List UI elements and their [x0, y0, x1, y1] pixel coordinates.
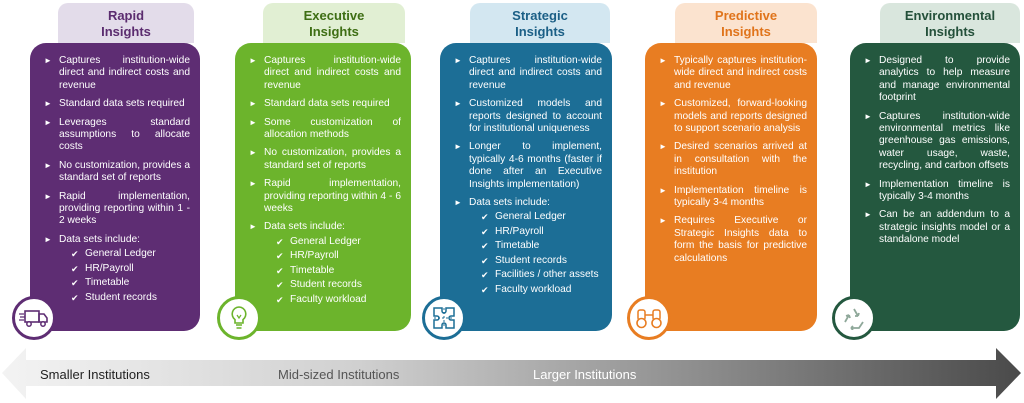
list-item: Rapid implementation, providing reportin…	[249, 178, 401, 215]
title-line-1: Environmental	[904, 8, 996, 23]
recycle-icon	[832, 296, 876, 340]
title-line-1: Executive	[303, 8, 365, 23]
title-line-2: Insights	[515, 24, 565, 39]
list-item: Data sets include: General Ledger HR/Pay…	[249, 221, 401, 307]
description-card: Designed to provide analytics to help me…	[832, 43, 1020, 340]
title-tab: Predictive Insights	[675, 3, 817, 43]
institution-size-arrow	[2, 348, 1021, 399]
data-set-item: General Ledger	[276, 236, 401, 249]
list-item: Some customization of allocation methods	[249, 117, 401, 142]
list-item: Requires Executive or Strategic Insights…	[659, 215, 807, 265]
binoculars-icon	[627, 296, 671, 340]
scale-label-larger: Larger Institutions	[533, 367, 637, 382]
list-item: Data sets include: General Ledger HR/Pay…	[44, 234, 190, 304]
title-line-1: Predictive	[714, 8, 778, 23]
data-set-item: General Ledger	[481, 211, 602, 224]
list-item: No customization, provides a standard se…	[249, 147, 401, 172]
list-item: Typically captures institution-wide dire…	[659, 55, 807, 92]
title-tab: Executive Insights	[263, 3, 405, 43]
list-item: Implementation timeline is typically 3-4…	[659, 185, 807, 210]
data-set-item: Student records	[481, 255, 602, 268]
delivery-truck-icon	[12, 296, 56, 340]
title-line-2: Insights	[721, 24, 771, 39]
list-item: Data sets include: General Ledger HR/Pay…	[454, 197, 602, 296]
scale-label-smaller: Smaller Institutions	[40, 367, 150, 382]
list-item: Implementation timeline is typically 3-4…	[864, 179, 1010, 204]
data-set-item: Timetable	[71, 277, 190, 290]
title-tab: Rapid Insights	[58, 3, 194, 43]
title-line-2: Insights	[101, 24, 151, 39]
list-item: Standard data sets required	[249, 98, 401, 111]
list-item: Standard data sets required	[44, 98, 190, 111]
list-item: Desired scenarios arrived at in consulta…	[659, 141, 807, 178]
title-line-1: Rapid	[107, 8, 145, 23]
title-tab: Strategic Insights	[470, 3, 610, 43]
data-set-item: Faculty workload	[481, 284, 602, 297]
data-set-item: Student records	[71, 292, 190, 305]
lightbulb-icon	[217, 296, 261, 340]
title-line-2: Insights	[309, 24, 359, 39]
list-item: Captures institution-wide environmental …	[864, 111, 1010, 173]
puzzle-icon	[422, 296, 466, 340]
list-item: Designed to provide analytics to help me…	[864, 55, 1010, 105]
data-set-item: Faculty workload	[276, 294, 401, 307]
list-item: Leverages standard assumptions to alloca…	[44, 117, 190, 154]
data-set-item: Timetable	[481, 240, 602, 253]
list-item: No customization, provides a standard se…	[44, 160, 190, 185]
title-line-1: Strategic	[512, 8, 568, 23]
data-set-item: HR/Payroll	[71, 263, 190, 276]
data-set-item: HR/Payroll	[481, 226, 602, 239]
description-card: Typically captures institution-wide dire…	[627, 43, 817, 340]
list-item: Rapid implementation, providing reportin…	[44, 191, 190, 228]
list-item-label: Data sets include:	[59, 233, 140, 245]
list-item-label: Data sets include:	[264, 221, 345, 233]
title-line-2: Insights	[925, 24, 975, 39]
data-set-item: Student records	[276, 279, 401, 292]
data-set-item: HR/Payroll	[276, 250, 401, 263]
list-item: Longer to implement, typically 4-6 month…	[454, 141, 602, 191]
data-set-item: Facilities / other assets	[481, 269, 602, 282]
scale-label-mid-sized: Mid-sized Institutions	[278, 367, 400, 382]
data-set-item: General Ledger	[71, 248, 190, 261]
description-card: Captures institution-wide direct and ind…	[422, 43, 612, 340]
description-card: Captures institution-wide direct and ind…	[217, 43, 411, 340]
list-item-label: Data sets include:	[469, 197, 550, 209]
data-set-item: Timetable	[276, 265, 401, 278]
list-item: Customized, forward-looking models and r…	[659, 98, 807, 135]
description-card: Captures institution-wide direct and ind…	[12, 43, 200, 340]
list-item: Captures institution-wide direct and ind…	[44, 55, 190, 92]
list-item: Captures institution-wide direct and ind…	[454, 55, 602, 92]
list-item: Customized models and reports designed t…	[454, 98, 602, 135]
list-item: Captures institution-wide direct and ind…	[249, 55, 401, 92]
title-tab: Environmental Insights	[880, 3, 1020, 43]
list-item: Can be an addendum to a strategic insigh…	[864, 209, 1010, 246]
